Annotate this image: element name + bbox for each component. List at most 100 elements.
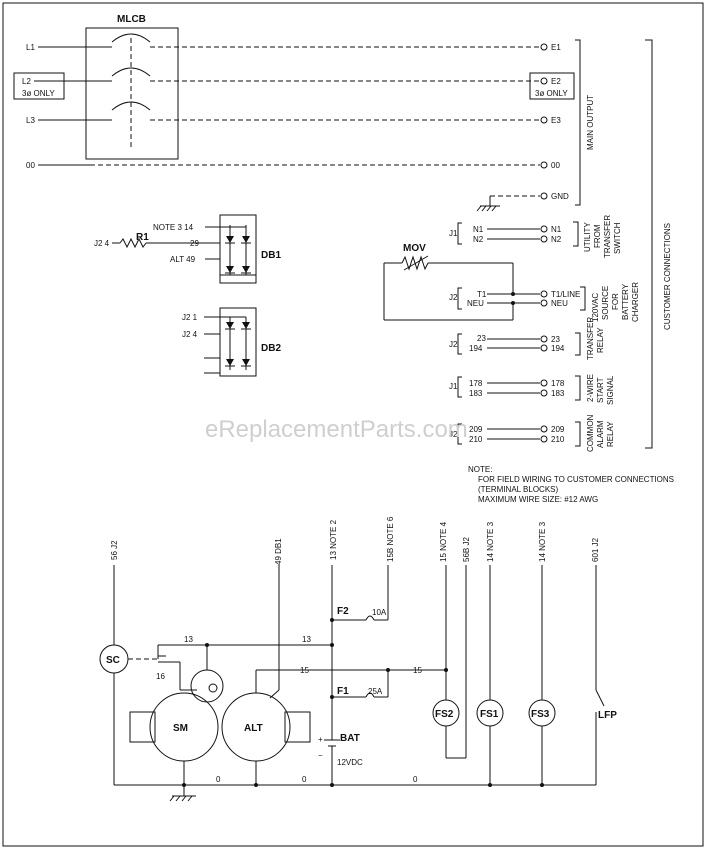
field-wiring-note: NOTE: FOR FIELD WIRING TO CUSTOMER CONNE… bbox=[468, 465, 674, 504]
svg-text:J1: J1 bbox=[449, 382, 458, 391]
mov-label: MOV bbox=[403, 243, 426, 254]
svg-text:ALARM: ALARM bbox=[596, 420, 605, 448]
customer-connections-label: CUSTOMER CONNECTIONS bbox=[663, 223, 672, 330]
svg-text:SOURCE: SOURCE bbox=[601, 286, 610, 320]
fuse-f2-icon bbox=[365, 615, 375, 621]
sc-relay-contact-icon bbox=[190, 669, 224, 703]
fuse-f1-icon bbox=[365, 692, 375, 698]
svg-text:23: 23 bbox=[551, 335, 560, 344]
svg-text:SIGNAL: SIGNAL bbox=[606, 375, 615, 405]
customer-group-alarm-relay: J2 209 210 209 210 COMMON ALARM RELAY bbox=[449, 414, 615, 452]
customer-group-utility: J1 N1 N2 N1 N2 UTILITY FROM TRANSFER SWI… bbox=[449, 215, 622, 258]
db2-pin-j2-4: J2 4 bbox=[182, 330, 198, 339]
svg-text:210: 210 bbox=[469, 435, 483, 444]
chassis-ground-icon bbox=[476, 205, 500, 212]
svg-text:178: 178 bbox=[469, 379, 483, 388]
fuse-f2-label: F2 bbox=[337, 606, 349, 617]
svg-text:0: 0 bbox=[216, 775, 221, 784]
svg-text:−: − bbox=[318, 751, 323, 760]
svg-text:23: 23 bbox=[477, 334, 486, 343]
svg-text:210: 210 bbox=[551, 435, 565, 444]
svg-text:194: 194 bbox=[551, 344, 565, 353]
customer-group-battery-charger: MOV J2 T1 NEU T1/LINE NEU 120VAC SOURCE … bbox=[383, 243, 640, 322]
input-l1: L1 bbox=[26, 43, 35, 52]
breaker-pole-2 bbox=[111, 67, 151, 77]
svg-text:16: 16 bbox=[156, 672, 165, 681]
mov-varistor-icon bbox=[401, 255, 429, 271]
svg-text:+: + bbox=[318, 735, 323, 744]
svg-text:NEU: NEU bbox=[551, 299, 568, 308]
svg-text:J2: J2 bbox=[449, 340, 458, 349]
db2-label: DB2 bbox=[261, 343, 281, 354]
db1-box bbox=[219, 214, 257, 284]
col-label-56b-j2: 56B J2 bbox=[462, 537, 471, 562]
svg-text:SWITCH: SWITCH bbox=[613, 222, 622, 254]
db1-pin-note3: NOTE 3 14 bbox=[153, 223, 194, 232]
col-label-15b-note6: 15B NOTE 6 bbox=[386, 516, 395, 562]
db1-pin-alt49: ALT 49 bbox=[170, 255, 196, 264]
input-00: 00 bbox=[26, 161, 35, 170]
col-label-14-note3-a: 14 NOTE 3 bbox=[486, 521, 495, 562]
ground-icon bbox=[169, 795, 196, 802]
mlcb-box bbox=[85, 27, 179, 160]
svg-text:J2: J2 bbox=[449, 293, 458, 302]
svg-text:N2: N2 bbox=[551, 235, 562, 244]
bat-label: BAT bbox=[340, 733, 360, 744]
svg-text:13: 13 bbox=[302, 635, 311, 644]
svg-text:(TERMINAL BLOCKS): (TERMINAL BLOCKS) bbox=[478, 485, 558, 494]
svg-text:FROM: FROM bbox=[593, 224, 602, 248]
alt-label: ALT bbox=[244, 723, 263, 734]
svg-text:N1: N1 bbox=[473, 225, 484, 234]
svg-text:FOR FIELD WIRING TO CUSTOMER C: FOR FIELD WIRING TO CUSTOMER CONNECTIONS bbox=[478, 475, 674, 484]
input-l2: L2 bbox=[22, 77, 31, 86]
fuse-f1-label: F1 bbox=[337, 686, 349, 697]
svg-text:UTILITY: UTILITY bbox=[583, 222, 592, 252]
svg-text:178: 178 bbox=[551, 379, 565, 388]
output-e1: E1 bbox=[551, 43, 561, 52]
svg-text:TRANSFER: TRANSFER bbox=[586, 317, 595, 360]
l2-note-box bbox=[13, 72, 65, 100]
svg-text:0: 0 bbox=[413, 775, 418, 784]
svg-text:120VAC: 120VAC bbox=[591, 293, 600, 322]
diode-bridge-db2: J2 1 J2 4 DB2 bbox=[182, 307, 281, 377]
svg-text:0: 0 bbox=[302, 775, 307, 784]
col-label-601-j2: 601 J2 bbox=[591, 537, 600, 562]
customer-group-transfer-relay: J2 23 194 23 194 TRANSFER RELAY bbox=[449, 317, 605, 360]
col-label-14-note3-b: 14 NOTE 3 bbox=[538, 521, 547, 562]
svg-text:183: 183 bbox=[469, 389, 483, 398]
fs1-label: FS1 bbox=[480, 709, 499, 720]
bat-voltage: 12VDC bbox=[337, 758, 363, 767]
mlcb-title: MLCB bbox=[117, 14, 146, 25]
svg-text:COMMON: COMMON bbox=[586, 414, 595, 452]
svg-text:NEU: NEU bbox=[467, 299, 484, 308]
svg-text:183: 183 bbox=[551, 389, 565, 398]
fuse-f2-rating: 10A bbox=[372, 608, 387, 617]
bottom-schematic: 56 J2 49 DB1 13 NOTE 2 15B NOTE 6 15 NOT… bbox=[99, 516, 617, 802]
svg-text:MAXIMUM WIRE SIZE: #12 AWG: MAXIMUM WIRE SIZE: #12 AWG bbox=[478, 495, 598, 504]
db1-j2-label: J2 4 bbox=[94, 239, 110, 248]
output-00: 00 bbox=[551, 161, 560, 170]
svg-text:BATTERY: BATTERY bbox=[621, 283, 630, 320]
diode-bridge-db1: NOTE 3 14 R1 J2 4 29 ALT 49 DB1 bbox=[94, 214, 281, 284]
lfp-label: LFP bbox=[598, 710, 617, 721]
svg-text:15: 15 bbox=[300, 666, 309, 675]
db2-box bbox=[219, 307, 257, 377]
svg-text:209: 209 bbox=[469, 425, 483, 434]
db1-label: DB1 bbox=[261, 250, 281, 261]
customer-connections-bracket bbox=[645, 39, 653, 449]
output-gnd: GND bbox=[551, 192, 569, 201]
svg-text:194: 194 bbox=[469, 344, 483, 353]
breaker-pole-1 bbox=[111, 33, 151, 43]
svg-text:N2: N2 bbox=[473, 235, 484, 244]
col-label-15-note4: 15 NOTE 4 bbox=[439, 521, 448, 562]
svg-text:FOR: FOR bbox=[611, 293, 620, 310]
svg-text:RELAY: RELAY bbox=[596, 327, 605, 353]
svg-text:15: 15 bbox=[413, 666, 422, 675]
main-output-label: MAIN OUTPUT bbox=[586, 95, 595, 150]
r1-resistor-icon bbox=[119, 237, 147, 249]
e2-note-box bbox=[529, 72, 575, 100]
lfp-switch-icon bbox=[595, 689, 605, 707]
svg-text:T1/LINE: T1/LINE bbox=[551, 290, 580, 299]
output-e3: E3 bbox=[551, 116, 561, 125]
